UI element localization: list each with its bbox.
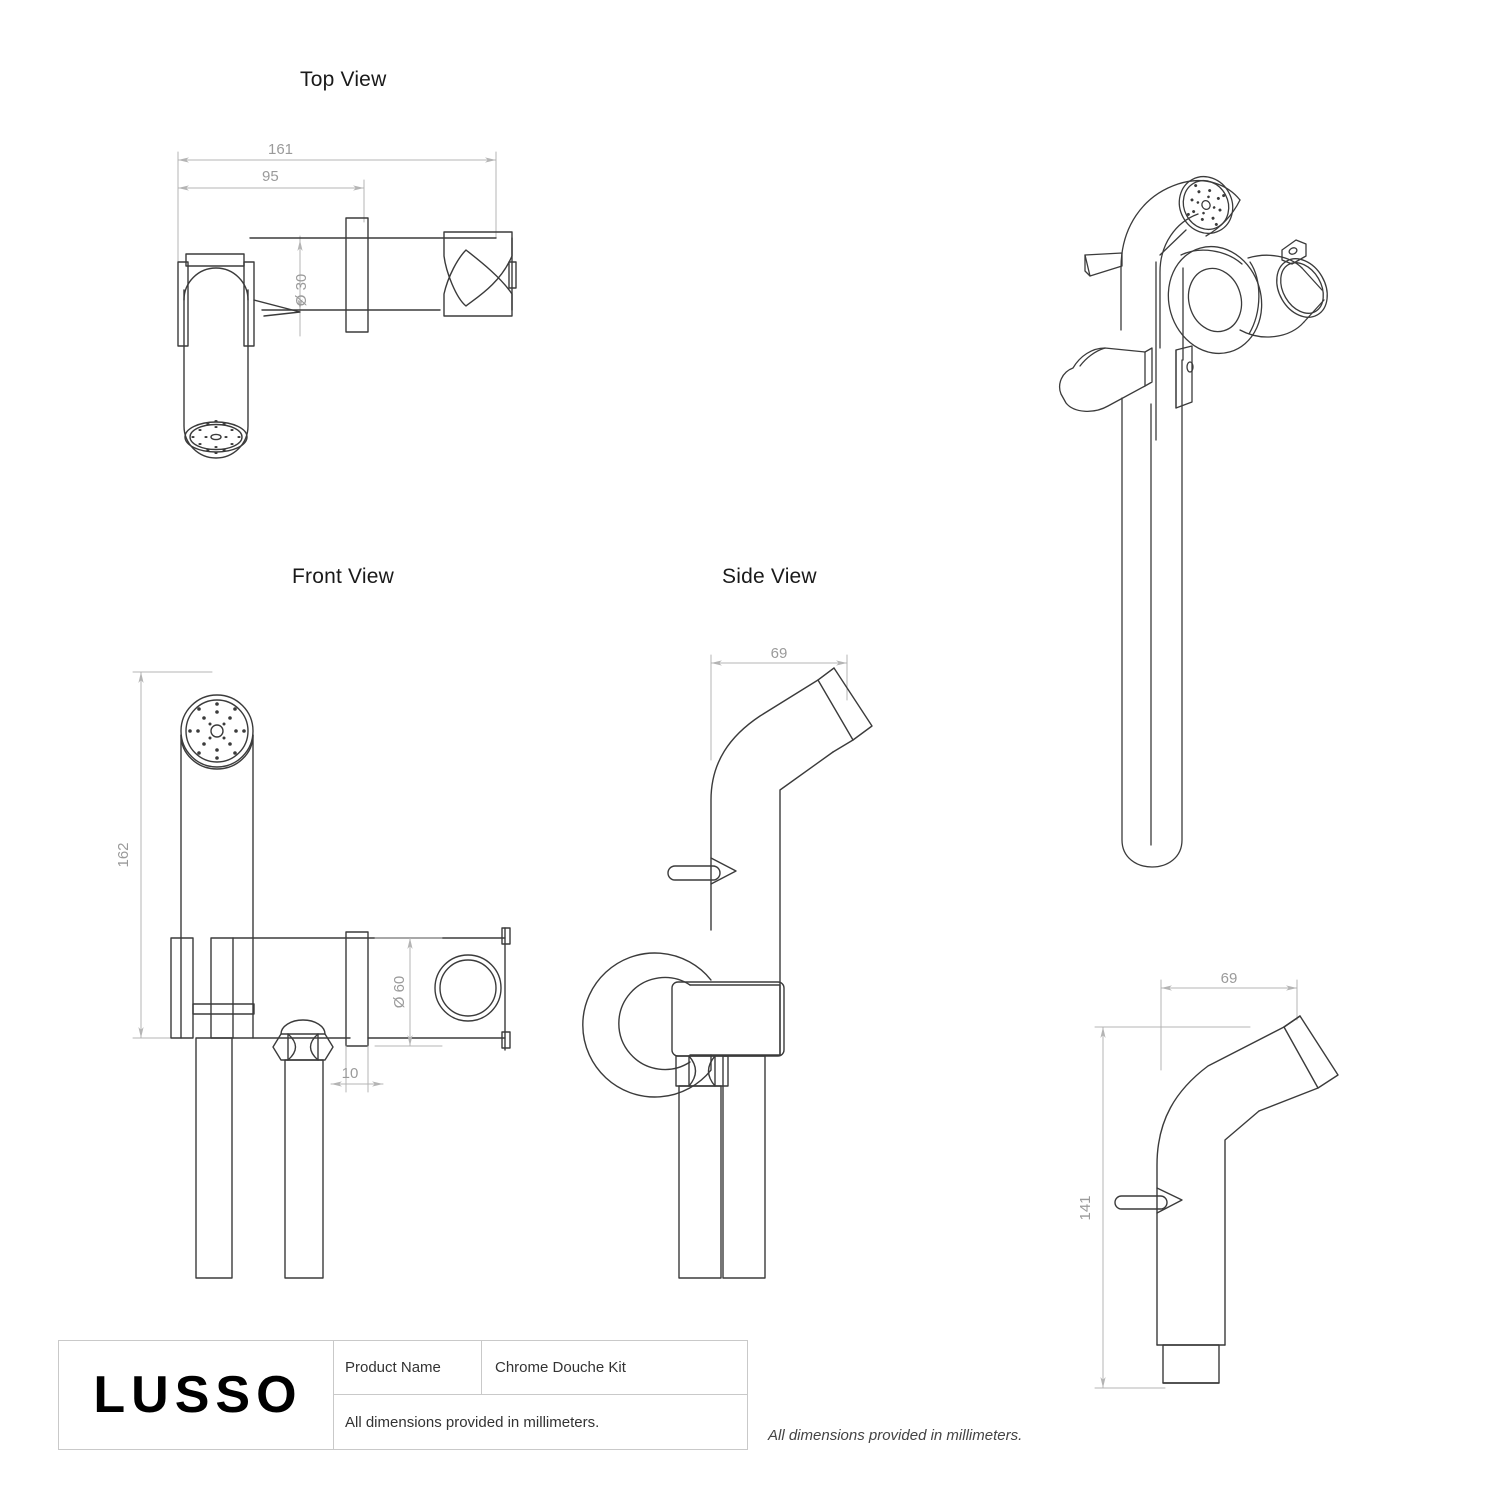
dim-diameter-30: Ø 30 <box>293 274 310 307</box>
brand-logo-cell: LUSSO <box>59 1341 334 1449</box>
title-block-row-product: Product Name Chrome Douche Kit <box>334 1341 747 1395</box>
dim-10: 10 <box>342 1065 359 1082</box>
dim-141: 141 <box>1077 1195 1094 1220</box>
title-block-row-note: All dimensions provided in millimeters. <box>334 1395 747 1449</box>
dim-161: 161 <box>268 141 293 158</box>
view-title-top: Top View <box>300 68 387 91</box>
dim-162: 162 <box>115 842 132 867</box>
detail-view-drawing: 69 141 <box>1077 970 1339 1389</box>
view-title-front: Front View <box>292 565 394 588</box>
side-view-drawing: 69 <box>582 645 873 1279</box>
product-name-label: Product Name <box>334 1341 482 1394</box>
top-view-drawing: 161 95 Ø 30 <box>177 141 517 459</box>
dim-69-side: 69 <box>771 645 788 662</box>
dim-95: 95 <box>262 168 279 185</box>
units-note: All dimensions provided in millimeters. <box>345 1413 600 1431</box>
title-block-fields: Product Name Chrome Douche Kit All dimen… <box>334 1341 747 1449</box>
dim-diameter-60: Ø 60 <box>391 976 408 1009</box>
view-title-side: Side View <box>722 565 817 588</box>
footer-units-note: All dimensions provided in millimeters. <box>768 1427 1023 1444</box>
dim-69-detail: 69 <box>1221 970 1238 987</box>
lusso-logo: LUSSO <box>93 1366 303 1424</box>
title-block: LUSSO Product Name Chrome Douche Kit All… <box>58 1340 748 1450</box>
isometric-view-drawing <box>1058 175 1328 868</box>
product-name-value: Chrome Douche Kit <box>495 1359 626 1376</box>
front-view-drawing: 162 <box>115 671 511 1279</box>
